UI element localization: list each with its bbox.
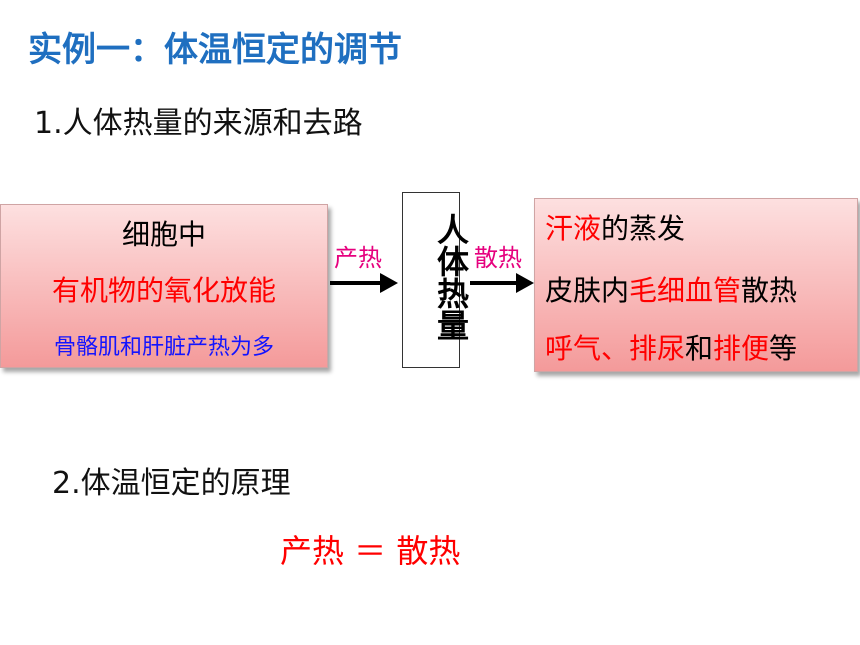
breath-urine-text: 呼气、排尿 <box>545 332 686 365</box>
dissipate-text: 散热 <box>741 274 798 307</box>
excretion-line: 呼气、排尿和排便等 <box>545 327 797 367</box>
section-heading-heat-source: 1.人体热量的来源和去路 <box>34 106 363 141</box>
section-heading-principle: 2.体温恒定的原理 <box>52 466 291 501</box>
body-heat-box: 人体热量 <box>402 192 470 368</box>
defecation-text: 排便 <box>713 332 770 365</box>
body-heat-label: 人体热量 <box>432 213 470 341</box>
evaporation-text: 的蒸发 <box>601 212 686 245</box>
sweat-text: 汗液 <box>545 212 602 245</box>
muscle-liver-label: 骨骼肌和肝脏产热为多 <box>53 335 274 360</box>
capillary-line: 皮肤内毛细血管散热 <box>545 269 797 309</box>
oxidation-label: 有机物的氧化放能 <box>51 274 276 307</box>
heat-dissipation-arrow <box>470 273 534 293</box>
heat-production-box: 细胞中 有机物的氧化放能 骨骼肌和肝脏产热为多 <box>0 204 328 368</box>
capillary-text: 毛细血管 <box>629 274 742 307</box>
cell-label: 细胞中 <box>121 218 206 251</box>
sweat-line: 汗液的蒸发 <box>545 207 685 247</box>
heat-balance-equation: 产热 ＝ 散热 <box>280 532 461 570</box>
and-text: 和 <box>685 332 714 365</box>
heat-production-arrow <box>330 273 398 293</box>
skin-text: 皮肤内 <box>545 274 630 307</box>
heat-dissipation-box: 汗液的蒸发 皮肤内毛细血管散热 呼气、排尿和排便等 <box>534 198 858 372</box>
etc-text: 等 <box>769 332 798 365</box>
heat-production-label: 产热 <box>334 244 382 272</box>
slide-title: 实例一：体温恒定的调节 <box>28 30 402 70</box>
heat-dissipation-label: 散热 <box>474 244 522 272</box>
